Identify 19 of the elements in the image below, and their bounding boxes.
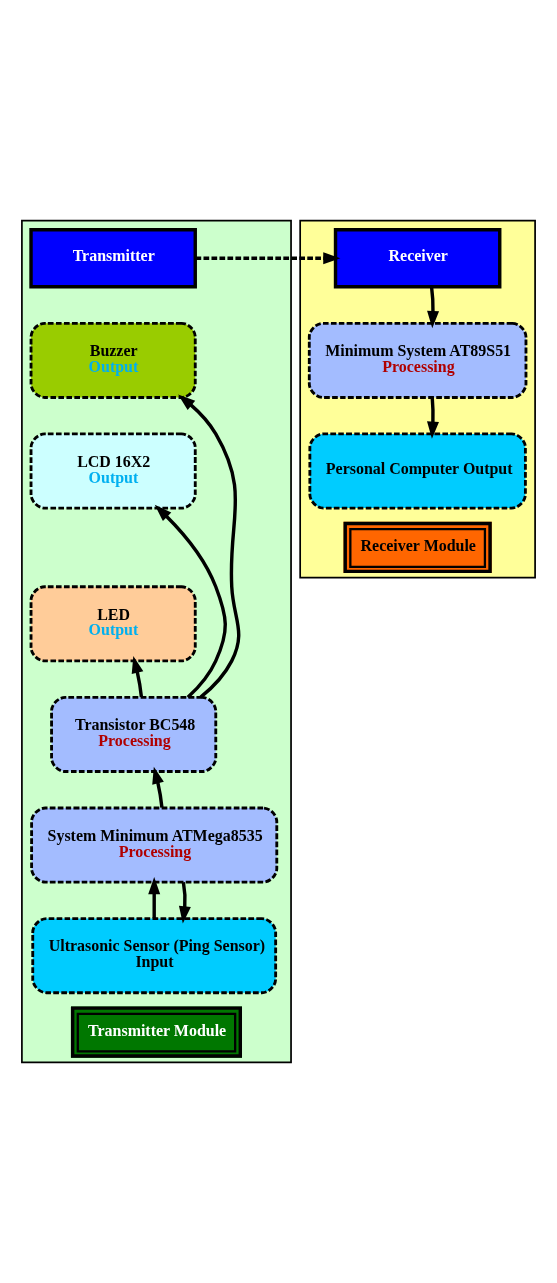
arrow: [427, 287, 440, 329]
arrow: [154, 504, 227, 699]
arrow: [152, 766, 164, 808]
node-box: Buzzer Output: [29, 321, 197, 399]
arrow: [131, 656, 144, 698]
node-box: Transistor BC548 Processing: [50, 695, 218, 773]
arrow: [178, 394, 241, 699]
arrow: [427, 397, 439, 439]
node-box: Personal Computer Output: [308, 432, 527, 510]
node-box: Minimum System AT89S51 Processing: [307, 321, 528, 399]
node-box: LCD 16X2 Output: [29, 432, 197, 510]
arrow: [148, 877, 161, 919]
node-box: LED Output: [29, 585, 197, 663]
node-box: Transmitter: [29, 228, 197, 289]
arrow: [178, 882, 191, 924]
node-box: Ultrasonic Sensor (Ping Sensor) Input: [31, 917, 278, 995]
node-box: System Minimum ATMega8535 Processing: [30, 806, 279, 884]
node-box: Receiver: [333, 228, 502, 289]
arrow: [195, 252, 341, 265]
